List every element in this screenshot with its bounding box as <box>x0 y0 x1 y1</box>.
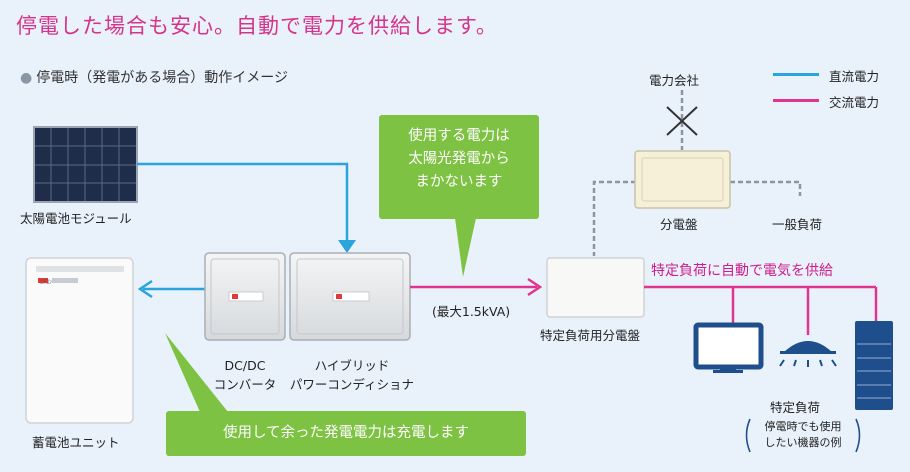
dcdc-converter-icon <box>204 252 286 341</box>
ceiling-light-icon <box>779 341 837 367</box>
disconnected-x-icon <box>666 106 698 136</box>
distribution-board-label: 分電盤 <box>660 217 698 232</box>
legend-ac-label: 交流電力 <box>829 95 880 110</box>
note-brackets <box>745 418 861 453</box>
legend-dc-line <box>773 73 819 76</box>
subheading-text: 停電時（発電がある場合）動作イメージ <box>36 70 288 86</box>
specific-load-note-line2: したい機器の例 <box>764 436 842 449</box>
dcdc-label-line2: コンバータ <box>213 377 277 392</box>
battery-badge: ﾆﾁｺﾝ <box>40 279 53 286</box>
battery-unit-icon <box>25 257 134 424</box>
general-load-label: 一般負荷 <box>772 217 823 232</box>
specific-load-label: 特定負荷 <box>770 400 821 415</box>
specific-board-icon <box>546 257 645 318</box>
callout-solar-line3: まかないます <box>415 174 503 190</box>
dc-arrow-down <box>338 240 356 253</box>
hybrid-pcs-label: ハイブリッド パワーコンディショナ <box>288 356 416 394</box>
page-title: 停電した場合も安心。自動で電力を供給します。 <box>16 14 498 38</box>
hybrid-pcs-icon <box>289 252 411 341</box>
bullet-icon: ● <box>20 70 33 86</box>
hybrid-label-line1: ハイブリッド <box>314 358 390 373</box>
legend-dc-label: 直流電力 <box>829 69 880 84</box>
solar-panel-icon <box>33 126 138 203</box>
dc-line-solar <box>137 162 349 247</box>
ac-arrow-right <box>527 277 543 297</box>
legend-ac-line <box>773 99 819 102</box>
callout-surplus: 使用して余った発電電力は充電します <box>166 411 526 456</box>
grid-dashed-lines <box>592 90 802 256</box>
diagram-subheading: ●停電時（発電がある場合）動作イメージ <box>20 67 288 87</box>
distribution-board-icon <box>634 150 731 209</box>
refrigerator-icon <box>855 321 893 410</box>
specific-board-label: 特定負荷用分電盤 <box>540 328 641 343</box>
auto-supply-label: 特定負荷に自動で電気を供給 <box>651 263 833 279</box>
tv-icon <box>693 322 764 373</box>
solar-module-label: 太陽電池モジュール <box>20 211 132 226</box>
specific-load-note: 停電時でも使用 したい機器の例 <box>753 419 853 451</box>
max-output-label: (最大1.5kVA) <box>432 304 511 319</box>
hybrid-label-line2: パワーコンディショナ <box>289 377 415 392</box>
power-company-label: 電力会社 <box>649 73 700 88</box>
callout-solar-line1: 使用する電力は <box>408 128 510 144</box>
dcdc-converter-label: DC/DC コンバータ <box>205 356 285 394</box>
battery-unit-label: 蓄電池ユニット <box>32 435 120 450</box>
callout-pointer-top <box>455 218 476 277</box>
callout-pointer-bottom <box>165 333 228 412</box>
ac-load-lines <box>644 285 878 335</box>
specific-load-note-line1: 停電時でも使用 <box>764 420 842 433</box>
callout-solar-line2: 太陽光発電から <box>408 151 510 167</box>
dcdc-label-line1: DC/DC <box>224 358 266 373</box>
dc-arrow-left <box>137 279 153 299</box>
callout-solar: 使用する電力は 太陽光発電から まかないます <box>379 115 539 219</box>
